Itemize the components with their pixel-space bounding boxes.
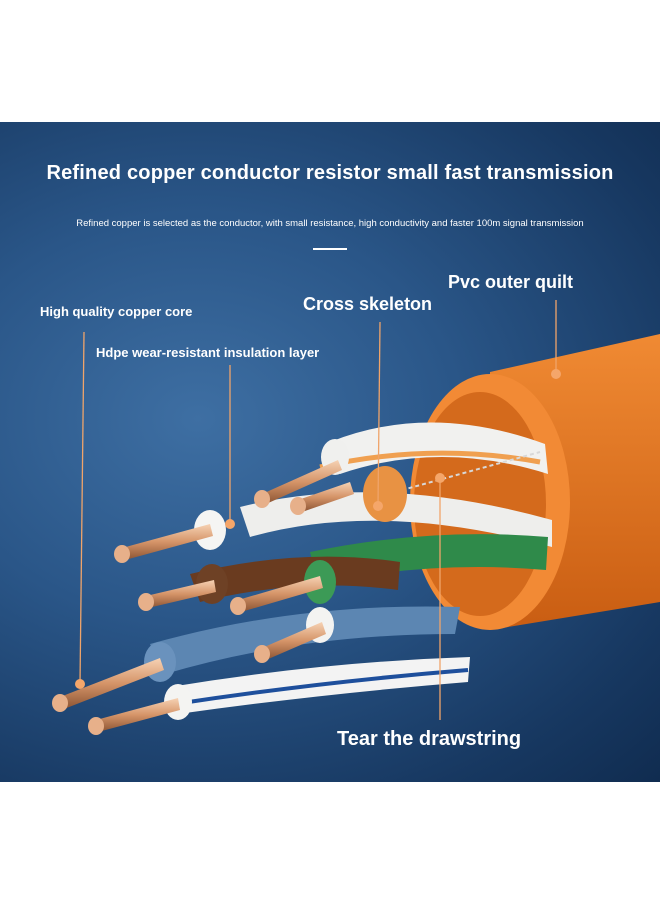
copper-conductors <box>52 460 354 735</box>
pvc-outer-label: Pvc outer quilt <box>448 272 574 292</box>
core-leader-line <box>79 331 85 685</box>
cross-leader-line <box>377 321 381 507</box>
headline: Refined copper conductor resistor small … <box>46 162 614 184</box>
title-divider <box>313 248 347 250</box>
cable-illustration <box>52 300 660 735</box>
copper-core-label: High quality copper core <box>40 304 193 319</box>
callout-dots <box>75 369 561 689</box>
callout-lines <box>79 300 557 720</box>
hdpe-layer-label: Hdpe wear-resistant insulation layer <box>96 345 320 360</box>
drawstring-label: Tear the drawstring <box>337 728 522 750</box>
cross-skeleton-label: Cross skeleton <box>303 294 433 314</box>
subline: Refined copper is selected as the conduc… <box>76 218 584 229</box>
bottom-white-band <box>0 782 660 904</box>
top-white-band <box>0 0 660 122</box>
product-image-panel: Refined copper conductor resistor small … <box>0 122 660 782</box>
pvc-outer-sheath <box>410 334 660 630</box>
